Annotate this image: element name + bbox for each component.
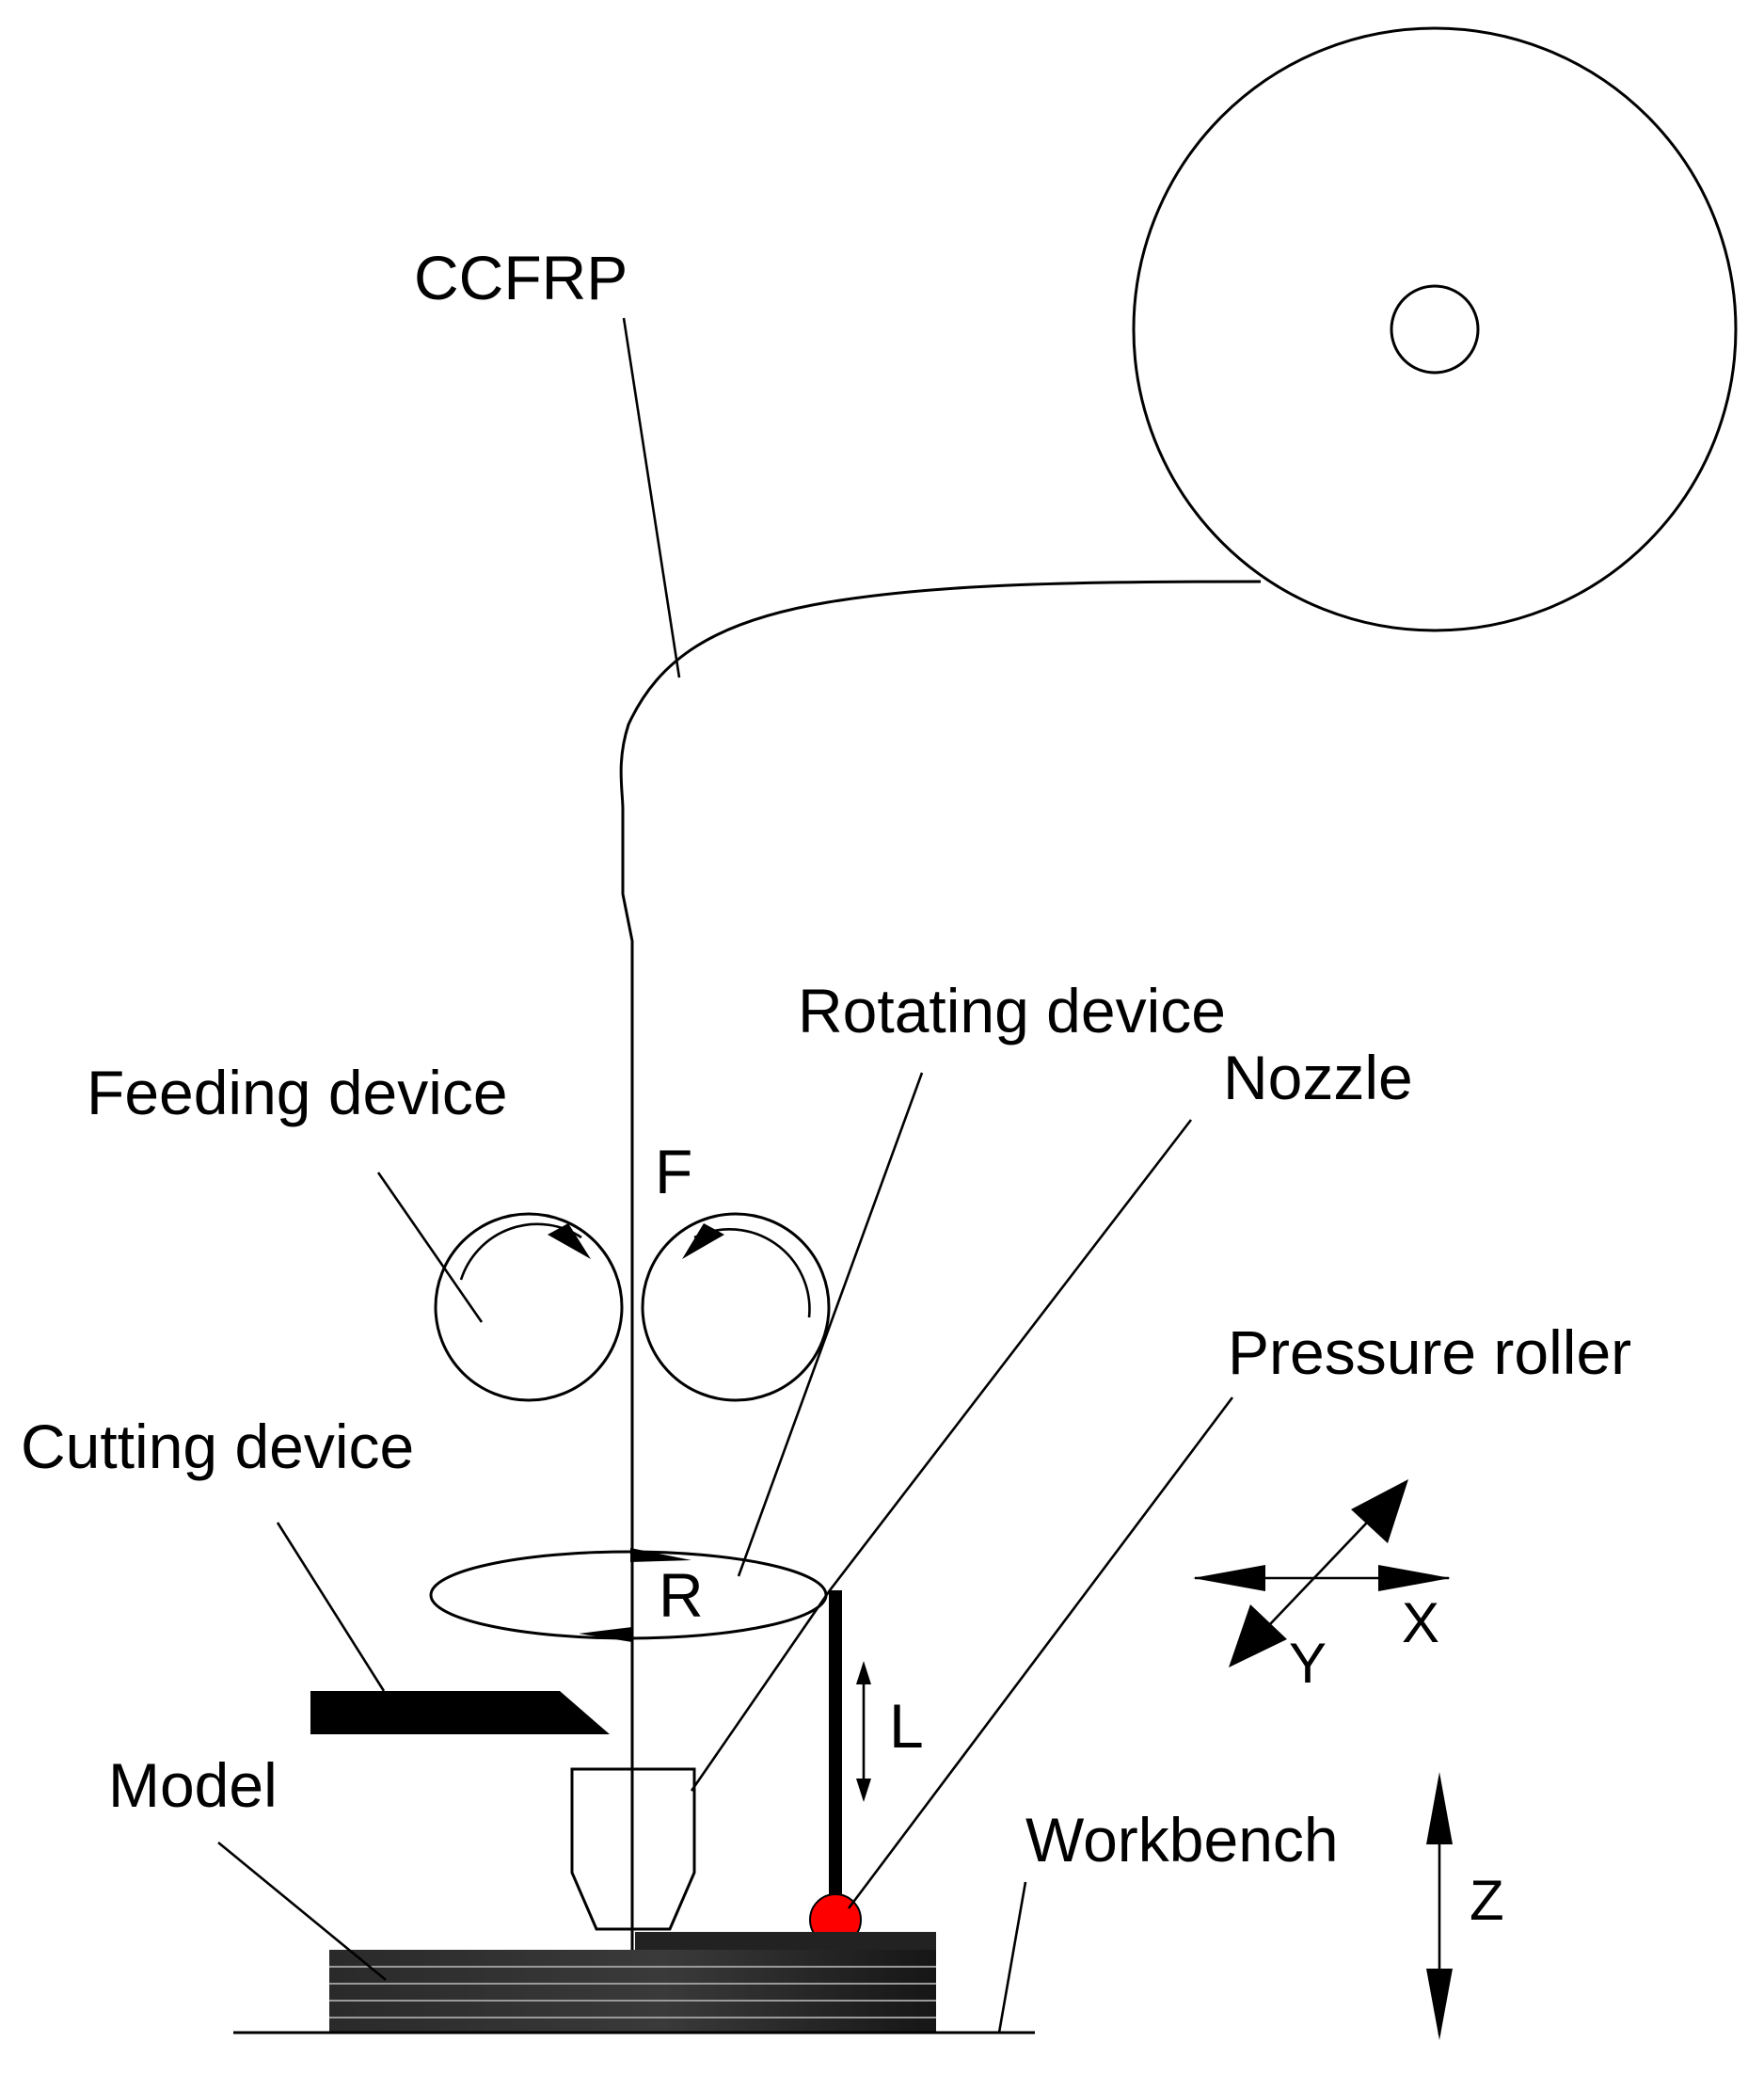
spool-outer-circle xyxy=(1132,26,1738,632)
label-rotating-device: Rotating device xyxy=(798,976,1226,1045)
rotation-marker-bottom xyxy=(579,1627,632,1642)
rotation-arrowhead-left xyxy=(548,1223,591,1259)
leader-pressure-roller xyxy=(847,1396,1234,1909)
rotation-marker-top xyxy=(630,1548,691,1562)
length-arrow xyxy=(856,1661,871,1802)
leader-ccfrp xyxy=(622,317,681,678)
feeding-device xyxy=(434,1212,831,1402)
label-force-f: F xyxy=(655,1137,692,1206)
leader-feeding-device xyxy=(376,1172,484,1323)
nozzle xyxy=(570,1767,696,1931)
rotating-device xyxy=(429,1548,828,1642)
ccfrp-filament xyxy=(619,580,1262,1957)
model-top-layer xyxy=(635,1932,936,1953)
label-feeding-device: Feeding device xyxy=(87,1058,508,1127)
label-length-l: L xyxy=(889,1691,924,1761)
spool-hub xyxy=(1390,284,1480,375)
rotating-ellipse xyxy=(429,1550,828,1640)
xy-axes-indicator xyxy=(1193,1479,1451,1667)
leader-nozzle-lower xyxy=(690,1589,832,1792)
leader-nozzle-upper xyxy=(828,1119,1193,1591)
feed-roller-left xyxy=(434,1212,624,1402)
label-workbench: Workbench xyxy=(1025,1805,1339,1875)
label-nozzle: Nozzle xyxy=(1223,1043,1413,1112)
cutting-blade xyxy=(310,1691,610,1734)
leader-model xyxy=(217,1841,387,1982)
rotation-arrow-right xyxy=(693,1228,811,1318)
label-pressure-roller: Pressure roller xyxy=(1228,1317,1631,1387)
nozzle-body xyxy=(570,1767,696,1931)
model-stack xyxy=(329,1950,936,2033)
leader-cutting-device xyxy=(276,1522,386,1692)
label-axis-y: Y xyxy=(1289,1632,1327,1695)
label-cutting-device: Cutting device xyxy=(21,1412,414,1481)
label-rotation-r: R xyxy=(659,1560,704,1630)
z-axis-indicator xyxy=(1426,1772,1453,2040)
fiber-spool xyxy=(1132,26,1738,632)
label-axis-z: Z xyxy=(1470,1869,1504,1932)
printed-model xyxy=(329,1932,936,2033)
label-ccfrp: CCFRP xyxy=(414,243,628,312)
label-model: Model xyxy=(108,1750,278,1820)
leader-workbench xyxy=(997,1881,1027,2034)
rotation-arrowhead-right xyxy=(682,1223,724,1259)
leader-rotating-device xyxy=(737,1072,924,1577)
label-axis-x: X xyxy=(1402,1591,1439,1654)
feed-roller-right xyxy=(641,1212,831,1402)
